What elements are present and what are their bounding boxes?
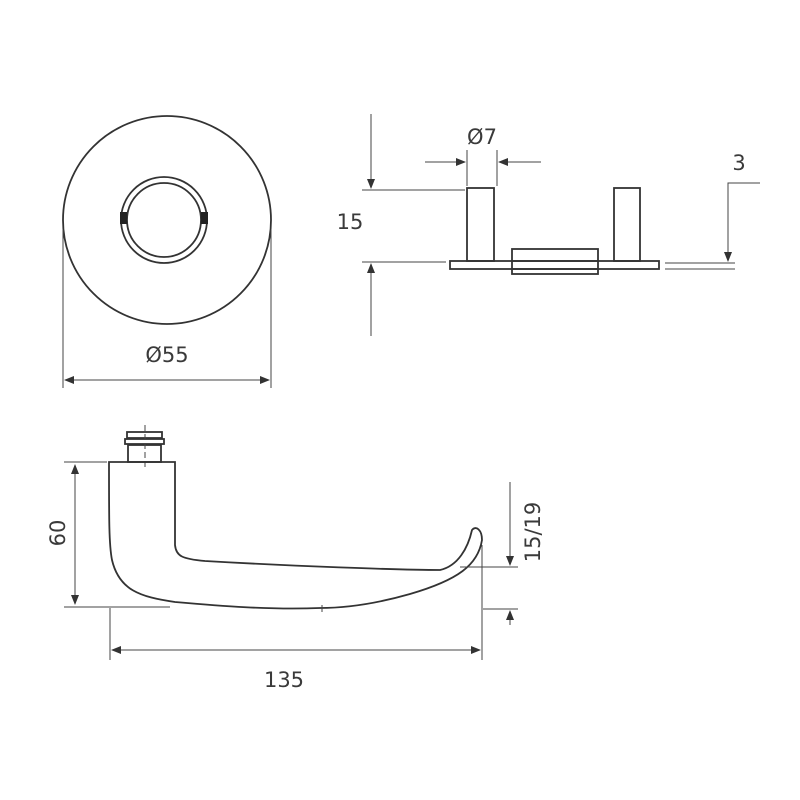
rose-side-view: Ø7 15 3 <box>337 114 760 336</box>
ring-clip-left <box>120 212 127 224</box>
pin-height-label: 15 <box>337 210 364 234</box>
right-pin <box>613 187 641 262</box>
base-plate <box>449 260 660 270</box>
plate-thickness-label: 3 <box>732 151 745 175</box>
grip-thickness-label: 15/19 <box>521 502 545 563</box>
rose-ring-outer <box>120 176 208 264</box>
rose-outer-circle <box>62 115 272 325</box>
rose-front-view: Ø55 <box>62 115 272 388</box>
ring-clip-right <box>201 212 208 224</box>
left-pin <box>466 187 495 262</box>
rose-diameter-label: Ø55 <box>145 343 188 367</box>
lever-length-label: 135 <box>264 668 304 692</box>
lever-handle-view: 60 135 15/19 <box>46 425 545 692</box>
rose-ring-inner <box>126 182 202 258</box>
spindle-diameter-label: Ø7 <box>467 125 497 149</box>
lever-height-label: 60 <box>46 520 70 547</box>
plate-thickness-leader <box>724 182 760 262</box>
lever-body <box>108 461 483 610</box>
